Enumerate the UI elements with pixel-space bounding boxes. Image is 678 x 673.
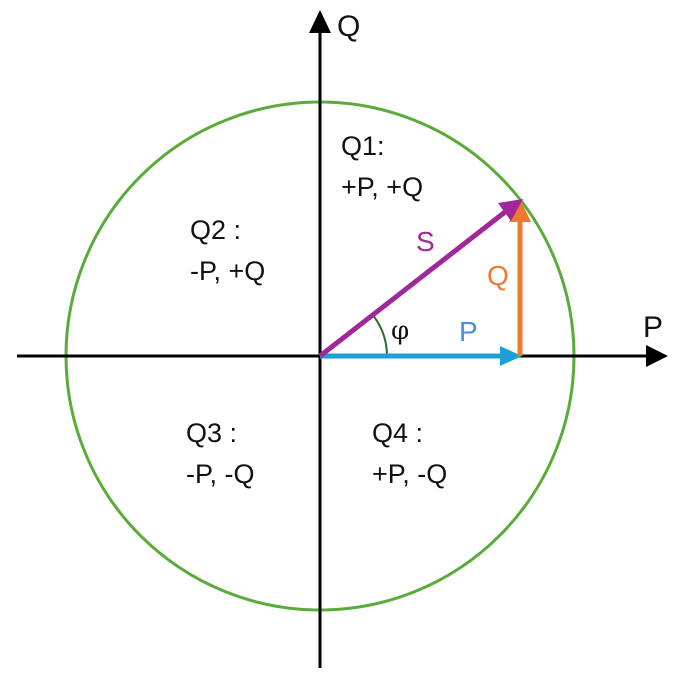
q-vector-arrow-icon <box>509 199 531 222</box>
quadrant-4-title: Q4 : <box>372 418 424 448</box>
p-vector-label: P <box>459 316 478 347</box>
s-vector-label: S <box>416 226 435 257</box>
quadrant-3-label: Q3 : -P, -Q <box>186 420 255 488</box>
q-vector <box>509 199 531 356</box>
q-axis <box>309 10 331 668</box>
p-axis-label: P <box>643 311 664 344</box>
q-vector-label: Q <box>487 260 509 291</box>
phi-angle-label: φ <box>391 316 410 346</box>
quadrant-1-label: Q1: +P, +Q <box>341 133 423 201</box>
quadrant-2-signs: -P, +Q <box>190 256 266 286</box>
p-vector <box>320 346 522 366</box>
quadrant-1-signs: +P, +Q <box>341 172 424 202</box>
quadrant-3-title: Q3 : <box>186 418 238 448</box>
quadrant-4-label: Q4 : +P, -Q <box>372 420 447 488</box>
q-axis-arrow-icon <box>309 10 331 33</box>
q-axis-label: Q <box>337 10 361 43</box>
quadrant-4-signs: +P, -Q <box>372 459 448 489</box>
quadrant-2-title: Q2 : <box>190 215 242 245</box>
quadrant-1-title: Q1: <box>341 131 385 161</box>
p-vector-arrow-icon <box>500 346 522 366</box>
quadrant-3-signs: -P, -Q <box>186 459 255 489</box>
quadrant-2-label: Q2 : -P, +Q <box>190 217 265 285</box>
phi-angle-arc <box>371 313 388 357</box>
s-vector-arrow-icon <box>498 199 523 221</box>
s-vector <box>318 199 523 358</box>
p-axis-arrow-icon <box>646 345 668 367</box>
